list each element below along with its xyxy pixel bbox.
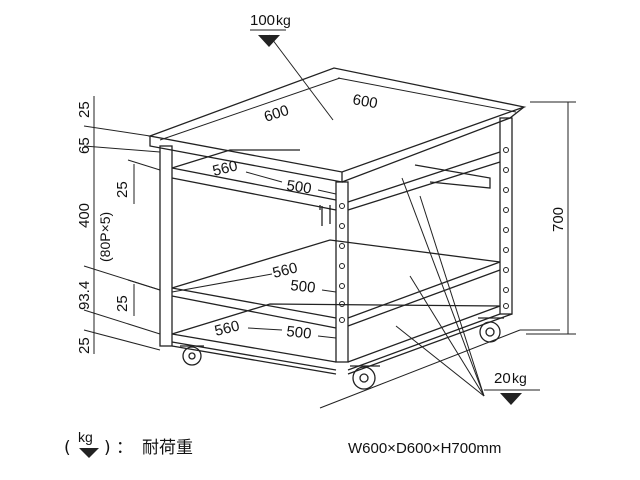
upper-shelf-width: 500 <box>285 177 312 197</box>
middle-shelf-depth: 560 <box>271 259 299 282</box>
shelf-dimensions: 560 500 560 500 560 500 <box>171 157 337 343</box>
caster-front-right <box>350 365 380 390</box>
dim-total-height: 700 <box>550 207 567 232</box>
legend-paren-close: ) <box>104 438 111 458</box>
middle-shelf-width: 500 <box>290 277 317 297</box>
dim-top-gap: 65 <box>76 137 93 154</box>
bottom-load-indicator: 20 kg <box>395 177 540 405</box>
post-front-left <box>159 145 173 347</box>
top-load-value: 100 <box>250 12 275 29</box>
post-back-right <box>499 117 513 315</box>
legend-unit: kg <box>78 429 93 445</box>
middle-shelf-front <box>171 287 337 319</box>
dim-inner-lower: 25 <box>114 295 131 312</box>
dim-shelf-range: 400 <box>76 203 93 228</box>
dim-inner-upper: 25 <box>114 181 131 198</box>
lower-shelf-front <box>171 333 337 363</box>
legend-text: 耐荷重 <box>142 438 193 458</box>
dim-bottom-gap: 93.4 <box>76 281 93 310</box>
dim-top-thickness: 25 <box>76 101 93 118</box>
legend-arrow-icon <box>79 448 99 458</box>
cart-frame <box>147 67 527 390</box>
top-depth-label: 600 <box>262 102 291 126</box>
top-dimensions: 600 600 <box>159 77 517 141</box>
right-dimensions: 700 <box>526 101 576 335</box>
caster-back-right <box>478 317 504 343</box>
legend-colon: ： <box>116 438 133 458</box>
floor-outline <box>319 329 560 409</box>
legend: ( kg ) ： 耐荷重 <box>64 429 193 458</box>
upper-shelf-depth: 560 <box>211 157 239 180</box>
left-dimensions: 25 65 400 (80P×5) 93.4 25 25 25 <box>76 96 161 354</box>
legend-paren-open: ( <box>64 438 71 458</box>
dim-bottom-thickness: 25 <box>76 337 93 354</box>
bottom-load-unit: kg <box>512 370 527 386</box>
bottom-load-arrow-icon <box>500 393 522 405</box>
top-load-unit: kg <box>276 12 291 28</box>
lower-shelf-depth: 560 <box>213 317 241 340</box>
upper-shelf-front <box>171 167 337 201</box>
post-front-right <box>335 181 349 363</box>
top-load-indicator: 100 kg <box>250 12 334 121</box>
top-load-leader <box>268 34 334 121</box>
top-load-arrow-icon <box>258 35 280 47</box>
dim-pitch-note: (80P×5) <box>97 212 113 262</box>
post-holes <box>339 147 509 323</box>
top-width-label: 600 <box>351 91 379 112</box>
size-spec: W600×D600×H700mm <box>348 440 501 457</box>
lower-shelf-width: 500 <box>286 323 313 343</box>
bottom-load-value: 20 <box>494 370 511 387</box>
caster-front-left <box>180 345 204 366</box>
